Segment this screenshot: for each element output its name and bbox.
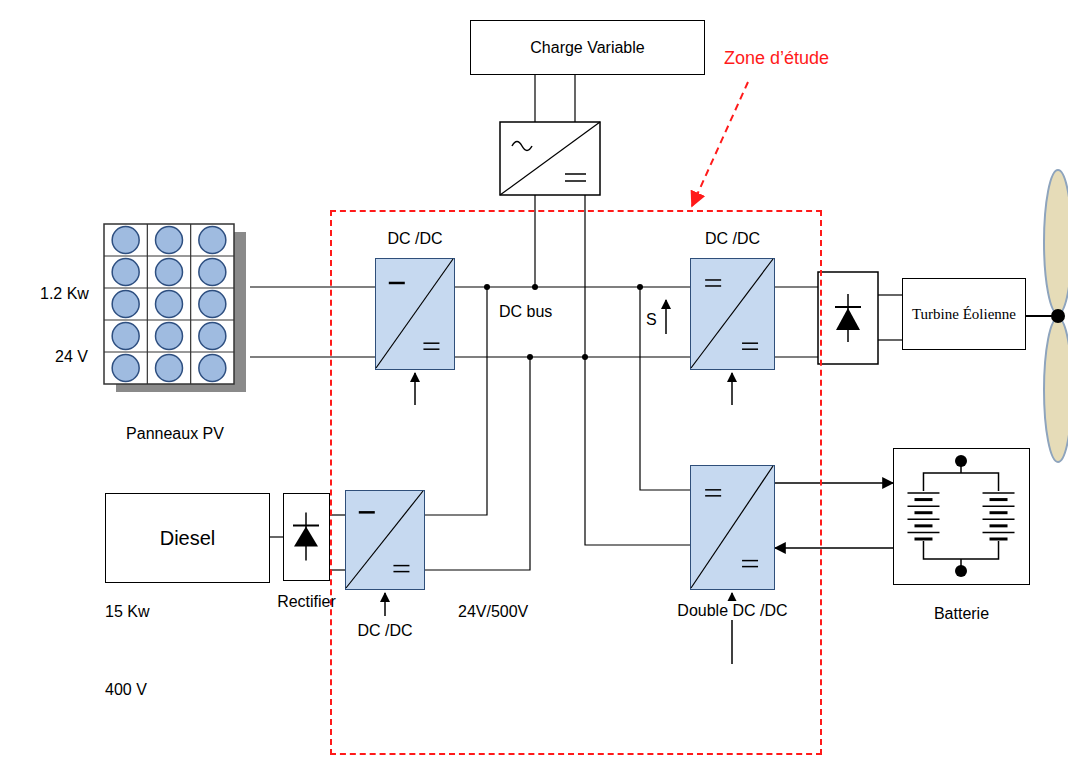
conv-graphic xyxy=(691,466,774,589)
wire xyxy=(270,536,283,537)
wind-rectifier xyxy=(818,272,878,364)
wind-turbine-box: Turbine Éolienne xyxy=(902,278,1026,350)
voltage-ratio: 24V/500V xyxy=(458,602,528,621)
conv-graphic xyxy=(346,491,424,589)
bus-label: DC bus xyxy=(497,302,554,321)
zone-pointer xyxy=(692,82,748,206)
rectifier-box: Rectifier xyxy=(283,493,330,581)
dcdc-converter: DC /DC xyxy=(375,258,455,370)
signal-arrow xyxy=(665,300,667,334)
node-heading: DC /DC xyxy=(387,229,442,248)
pv-graphic xyxy=(100,222,250,447)
load-wires xyxy=(535,75,575,122)
dc-bus-wires xyxy=(425,195,690,570)
conv-graphic xyxy=(376,259,454,369)
double-dcdc-converter: Double DC /DC xyxy=(690,465,775,590)
node-label: Turbine Éolienne xyxy=(908,305,1020,323)
voltage-rating: 24 V xyxy=(55,347,88,366)
turbine-blades xyxy=(1020,170,1068,462)
power-rating: 15 Kw xyxy=(105,602,149,621)
inverter-symbol xyxy=(500,122,600,195)
battery-box: Batterie xyxy=(893,448,1030,585)
voltage-rating: 400 V xyxy=(105,680,147,699)
junction-dots xyxy=(484,284,643,360)
power-rating: 1.2 Kw xyxy=(40,284,89,303)
diesel-box: Diesel xyxy=(105,493,270,583)
wire xyxy=(250,286,375,287)
power-arrow xyxy=(775,482,893,484)
load-box: Charge Variable xyxy=(470,20,705,75)
node-label: Diesel xyxy=(160,526,216,550)
node-heading: Panneaux PV xyxy=(126,424,224,443)
wire xyxy=(250,356,375,357)
study-zone: DC /DCDC /DCDC /DCDouble DC /DCZone d’ét… xyxy=(330,210,822,755)
node-heading: DC /DC xyxy=(705,229,760,248)
dcdc-converter: DC /DC xyxy=(690,258,775,370)
wire xyxy=(330,569,345,570)
bat-graphic xyxy=(894,449,1029,584)
node-heading: Rectifier xyxy=(277,592,336,611)
node-label: Charge Variable xyxy=(530,38,644,57)
pv-panel: Panneaux PV xyxy=(100,222,250,447)
dcdc-converter: DC /DC xyxy=(345,490,425,590)
control-arrows xyxy=(385,373,732,664)
signal-name: S xyxy=(646,310,657,329)
node-heading: Zone d’étude xyxy=(724,48,829,70)
node-heading: DC /DC xyxy=(357,621,412,640)
power-arrow xyxy=(775,547,893,549)
node-heading: Batterie xyxy=(934,604,989,623)
wire xyxy=(330,514,345,515)
conv-graphic xyxy=(691,259,774,369)
node-heading: Double DC /DC xyxy=(675,601,789,620)
diode-graphic xyxy=(284,494,329,580)
